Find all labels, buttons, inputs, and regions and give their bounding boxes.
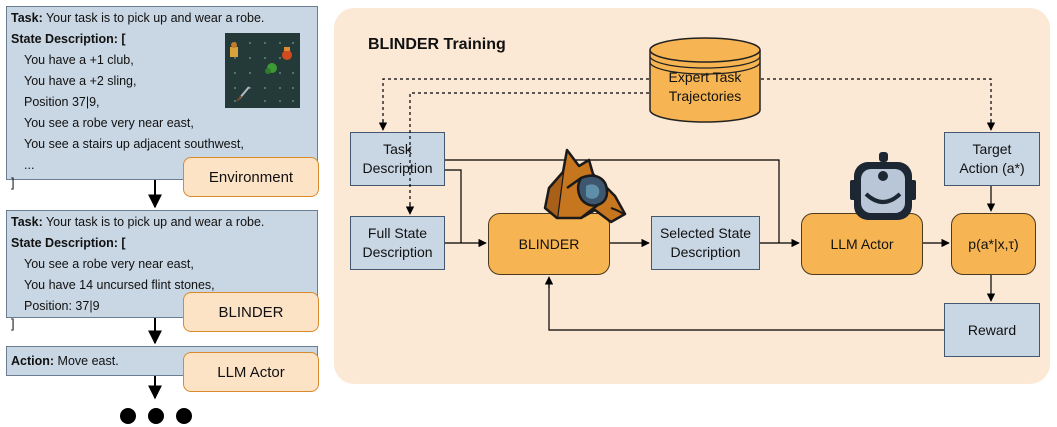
target-action-node: Target Action (a*) <box>944 132 1040 186</box>
full-state-description-node: Full State Description <box>350 216 445 270</box>
robot-icon <box>850 150 916 222</box>
close-bracket: ] <box>11 317 15 331</box>
database-icon <box>649 36 761 126</box>
close-bracket: ] <box>11 176 15 190</box>
probability-node: p(a*|x,τ) <box>951 213 1036 275</box>
reward-node: Reward <box>944 303 1040 357</box>
action-text: Move east. <box>54 354 119 368</box>
task-label: Task: <box>11 11 43 25</box>
task-text: Your task is to pick up and wear a robe. <box>42 11 265 25</box>
node-line: Target <box>972 141 1012 157</box>
state-line: ... <box>24 158 35 172</box>
state-line: You have a +2 sling, <box>24 74 137 88</box>
horse-blinders-icon <box>537 148 637 228</box>
ellipsis-dot <box>120 408 136 424</box>
game-map-thumbnail <box>225 33 300 108</box>
expert-line: Trajectories <box>668 88 742 104</box>
selected-state-description-node: Selected State Description <box>651 216 760 270</box>
ellipsis-dot <box>148 408 164 424</box>
node-line: Description <box>670 244 741 260</box>
expert-task-trajectories: Expert Task Trajectories <box>649 62 761 112</box>
node-line: Task <box>383 141 412 157</box>
action-label: Action: <box>11 354 55 368</box>
task-text: Your task is to pick up and wear a robe. <box>42 215 265 229</box>
node-line: Description <box>362 244 433 260</box>
environment-tag: Environment <box>183 157 319 197</box>
expert-line: Expert Task <box>668 69 742 85</box>
ellipsis-dot <box>176 408 192 424</box>
node-line: Action (a*) <box>959 160 1025 176</box>
state-description-label: State Description: [ <box>11 32 126 46</box>
state-line: You see a robe very near east, <box>24 116 194 130</box>
panel-title: BLINDER Training <box>368 36 506 53</box>
llm-actor-tag: LLM Actor <box>183 352 319 392</box>
state-description-label: State Description: [ <box>11 236 126 250</box>
task-label: Task: <box>11 215 43 229</box>
state-line: You have 14 uncursed flint stones, <box>24 278 215 292</box>
state-line: You see a stairs up adjacent southwest, <box>24 137 244 151</box>
blinder-node: BLINDER <box>488 213 610 275</box>
state-line: Position: 37|9 <box>24 299 100 313</box>
node-line: Description <box>362 160 433 176</box>
state-line: Position 37|9, <box>24 95 100 109</box>
state-line: You have a +1 club, <box>24 53 134 67</box>
node-line: Selected State <box>659 225 752 241</box>
state-line: You see a robe very near east, <box>24 257 194 271</box>
node-line: Full State <box>367 225 428 241</box>
task-description-node: Task Description <box>350 132 445 186</box>
blinder-tag: BLINDER <box>183 292 319 332</box>
